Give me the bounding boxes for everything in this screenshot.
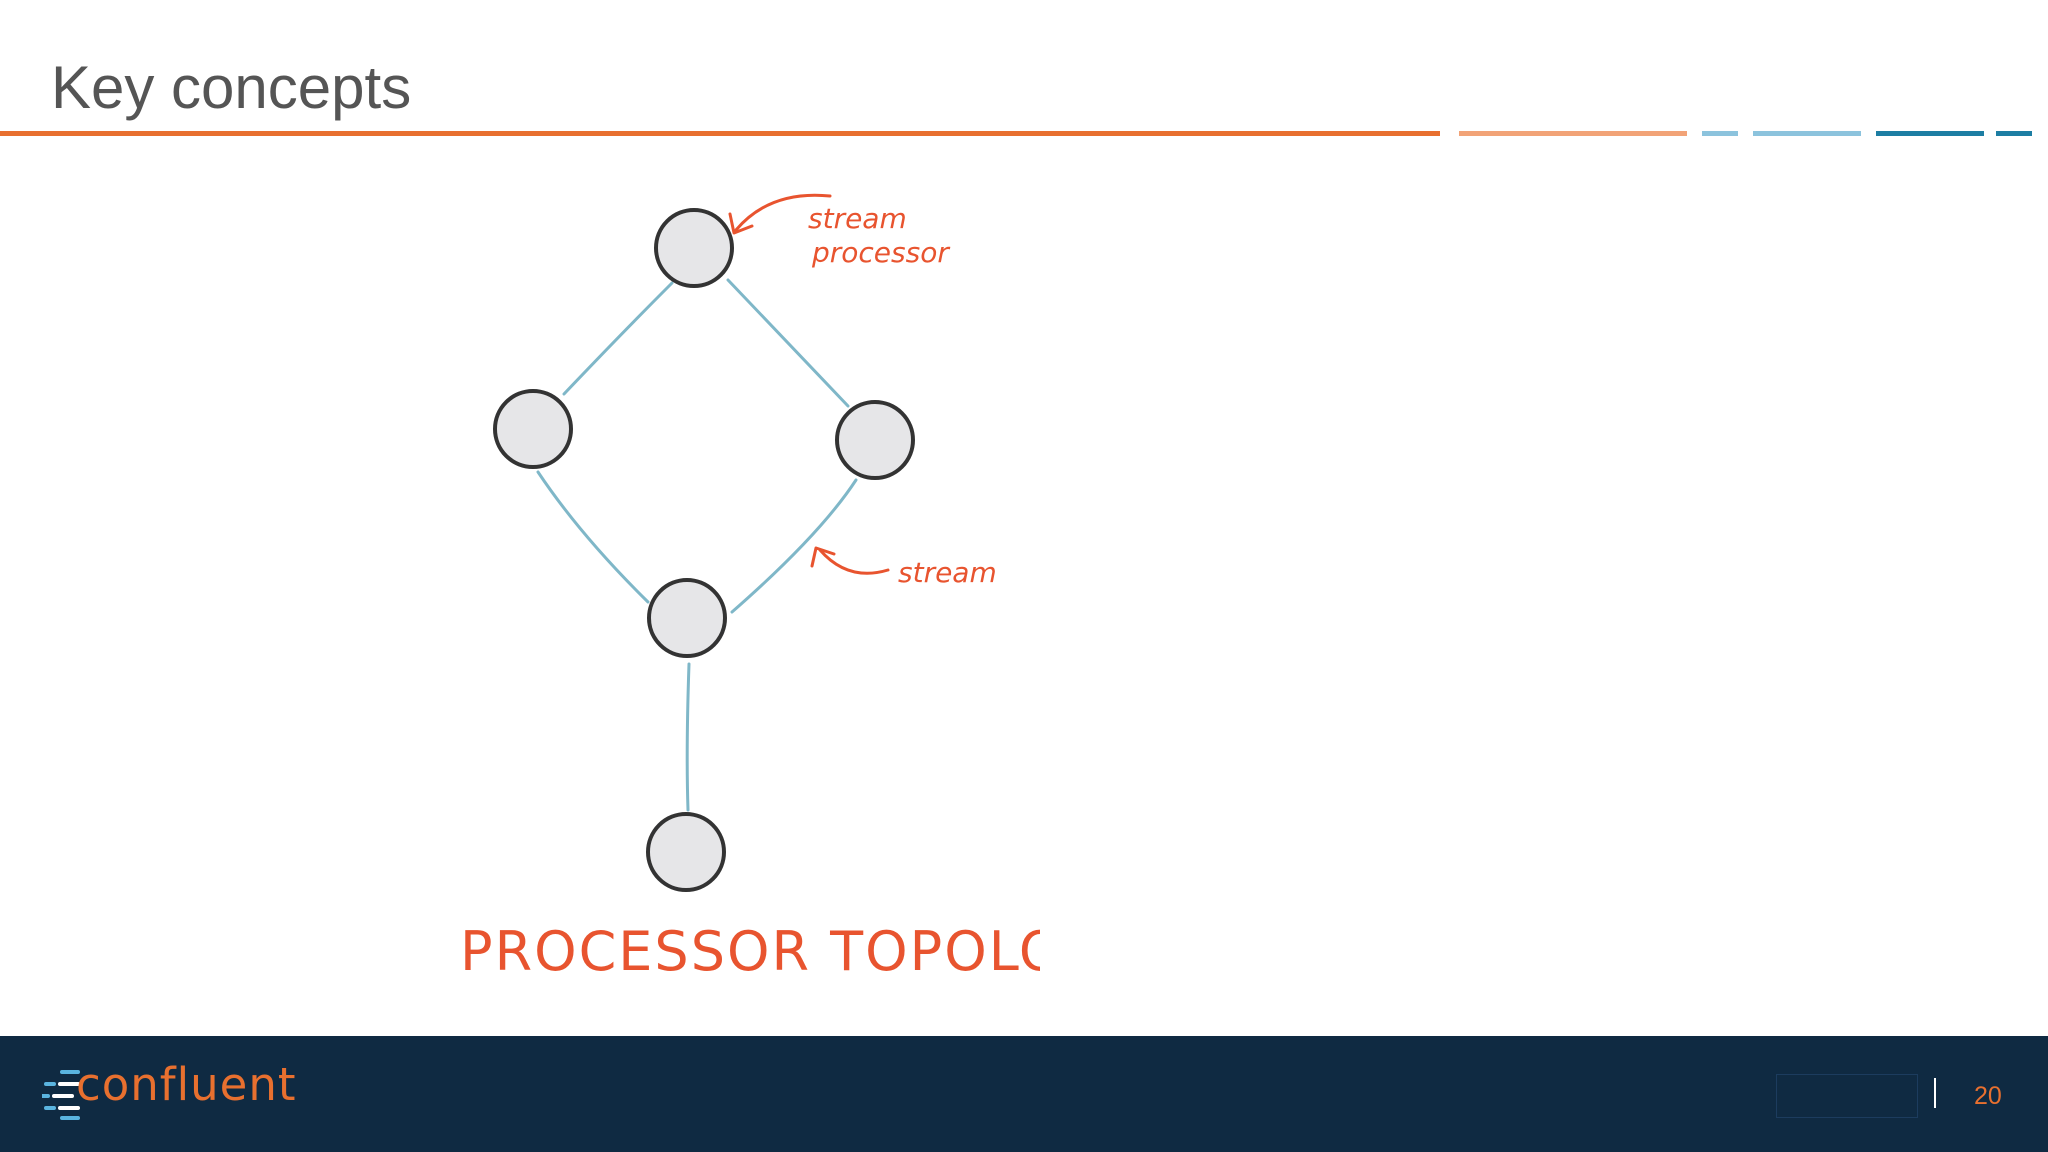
stream-processor-label-line1: stream (808, 202, 907, 235)
slide-title: Key concepts (51, 54, 412, 121)
title-rule-segment-1 (1459, 131, 1687, 136)
edge-top-right (726, 278, 850, 408)
title-rule-segment-2 (1702, 131, 1738, 136)
footer-bar: confluent 20 (0, 1036, 2048, 1152)
title-rule-main (0, 131, 1440, 136)
page-number: 20 (1974, 1082, 2002, 1110)
confluent-wordmark: confluent (76, 1058, 297, 1111)
node-right (835, 400, 915, 480)
processor-topology-title: PROCESSOR TOPOLOGY (460, 920, 1040, 983)
footer-box (1776, 1074, 1918, 1118)
node-top (654, 208, 734, 288)
node-middle (647, 578, 727, 658)
title-rule-segment-4 (1876, 131, 1984, 136)
stream-arrowhead (810, 546, 836, 568)
footer-divider (1934, 1078, 1936, 1108)
stream-label: stream (898, 556, 997, 589)
node-bottom (646, 812, 726, 892)
stream-processor-label-line2: processor (811, 236, 950, 269)
edge-top-left (562, 281, 674, 396)
edge-left-bottom (536, 470, 650, 604)
processor-topology-diagram: stream processor stream PROCESSOR TOPOLO… (460, 193, 1040, 983)
confluent-logo-icon (42, 1070, 80, 1120)
stream-arrow (818, 548, 890, 575)
title-rule-segment-3 (1753, 131, 1861, 136)
edge-right-bottom (730, 478, 858, 614)
stream-processor-arrowhead (728, 212, 754, 235)
node-left (493, 389, 573, 469)
title-rule-segment-5 (1996, 131, 2032, 136)
edge-bottom-sink (685, 662, 691, 812)
stream-processor-arrow (734, 193, 832, 232)
